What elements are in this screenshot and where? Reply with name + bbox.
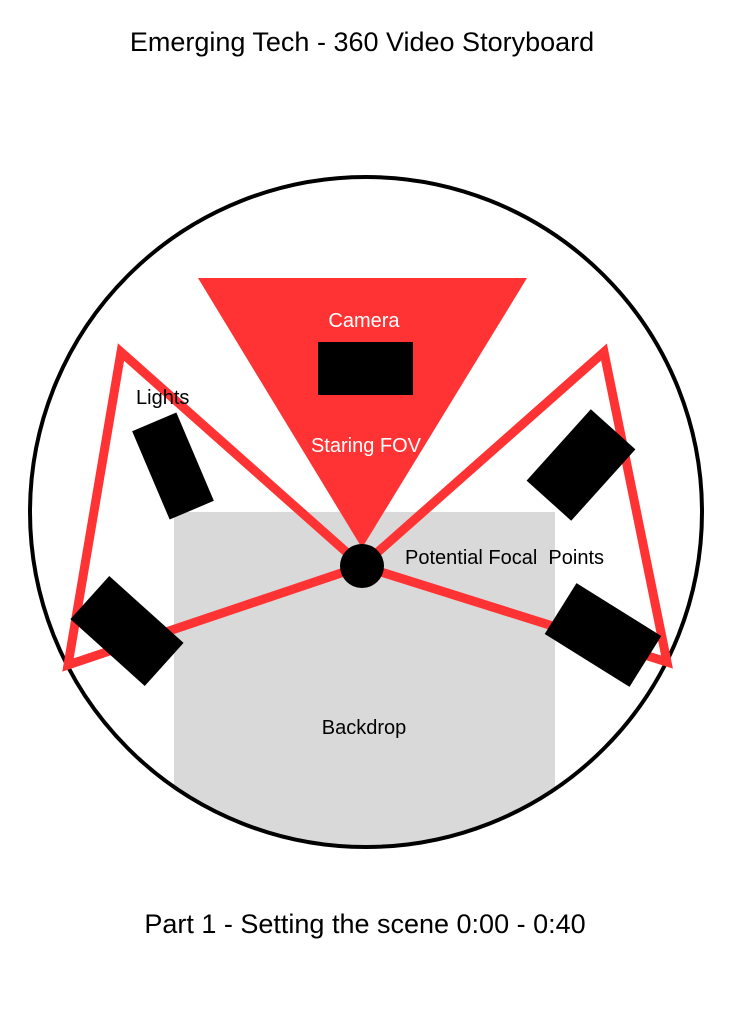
- right-light-coverage: [353, 343, 673, 669]
- light-bottom-left: [70, 575, 184, 687]
- light-top-right: [526, 409, 636, 521]
- focal-point: [340, 544, 384, 588]
- title: Emerging Tech - 360 Video Storyboard: [130, 27, 594, 57]
- light-bottom-right: [544, 583, 662, 687]
- left-light-coverage: [62, 343, 371, 672]
- camera-label: Camera: [328, 310, 400, 332]
- fov-label: Staring FOV: [311, 435, 422, 457]
- footer-caption: Part 1 - Setting the scene 0:00 - 0:40: [144, 909, 585, 939]
- scene-circle: [28, 175, 704, 849]
- camera: [318, 342, 413, 395]
- lights-label: Lights: [136, 387, 189, 409]
- light-top-left: [132, 412, 214, 520]
- backdrop-label: Backdrop: [322, 717, 407, 739]
- camera-fov-triangle: [198, 278, 527, 548]
- focal-points-label: Potential Focal Points: [405, 547, 604, 569]
